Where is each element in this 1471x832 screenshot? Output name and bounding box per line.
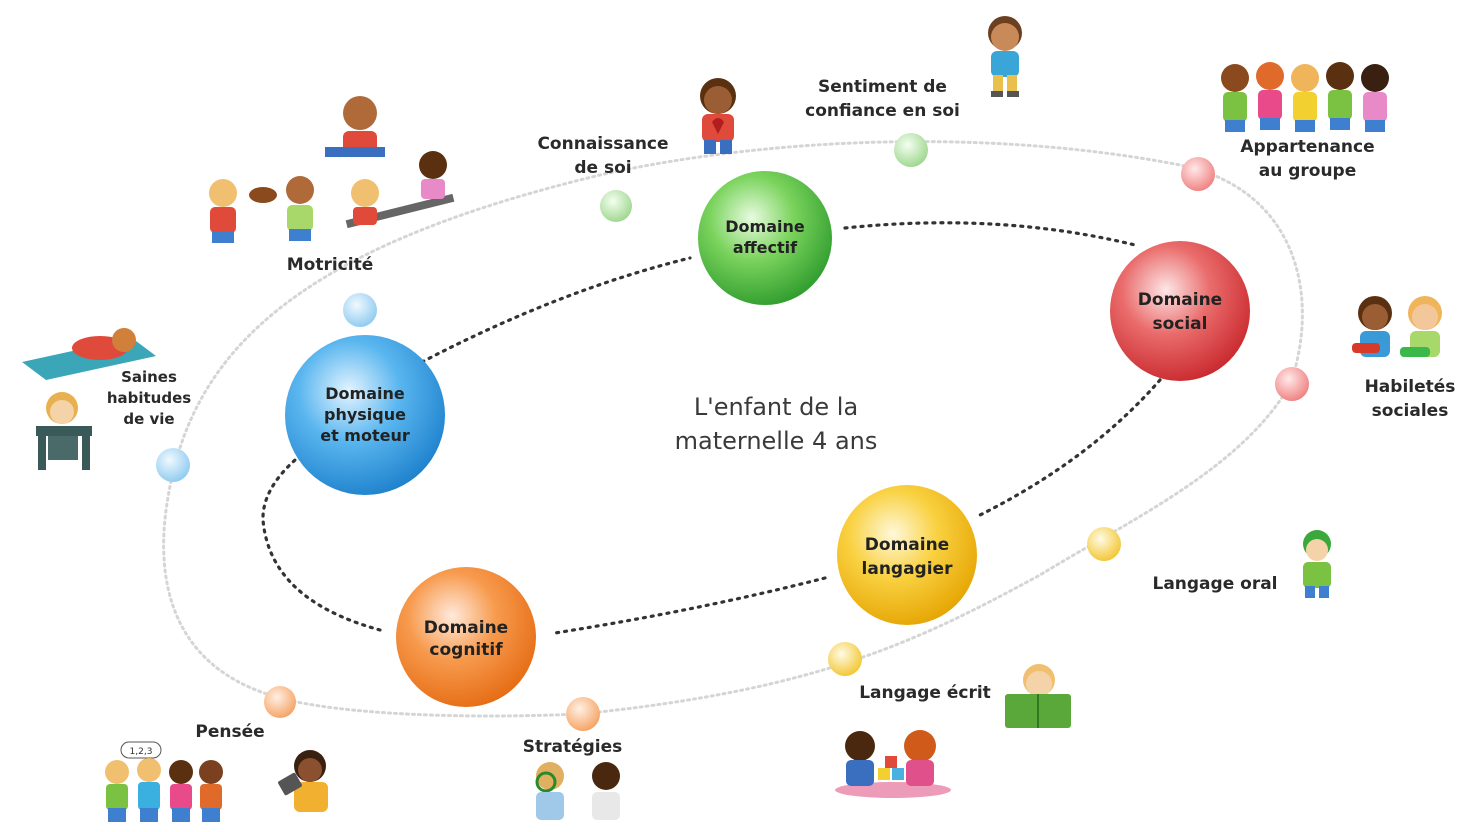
child-sleeping-mat-icon <box>22 328 156 380</box>
dot-langage-oral <box>1087 527 1121 561</box>
dot-langage-ecrit <box>828 642 862 676</box>
child-heart-icon <box>700 78 736 154</box>
dot-saines <box>156 448 190 482</box>
children-counting-icon: 1,2,3 <box>105 741 223 822</box>
child-standing-icon <box>988 16 1022 97</box>
child-talking-icon <box>1303 530 1331 598</box>
label-habiletes-sociales: Habiletés sociales <box>1364 377 1456 421</box>
svg-text:1,2,3: 1,2,3 <box>130 747 153 757</box>
label-langage-ecrit: Langage écrit <box>859 683 991 703</box>
domain-affectif-circle <box>698 171 832 305</box>
label-langage-oral: Langage oral <box>1152 574 1278 594</box>
dot-appartenance <box>1181 157 1215 191</box>
children-playing-cars-icon <box>1352 296 1442 357</box>
label-pensee: Pensée <box>195 722 265 742</box>
dot-connaissance <box>600 190 632 222</box>
label-motricite: Motricité <box>286 255 374 275</box>
child-tablet-icon <box>278 750 328 812</box>
dot-pensee <box>264 686 296 718</box>
domain-cognitif-label: Domaine cognitif <box>423 618 509 660</box>
dot-confiance <box>894 133 928 167</box>
domain-langagier-label: Domaine langagier <box>861 535 953 579</box>
domain-cognitif-circle <box>396 567 536 707</box>
domain-social-label: Domaine social <box>1137 290 1223 334</box>
child-desk-icon <box>36 392 92 470</box>
domain-affectif-label: Domaine affectif <box>725 217 805 257</box>
outer-orbit <box>162 140 1304 718</box>
children-blocks-icon <box>835 730 951 798</box>
inner-connectors <box>261 221 1162 635</box>
dot-strategies <box>566 697 600 731</box>
domain-circles <box>285 171 1250 707</box>
children-group-icon <box>1221 62 1389 132</box>
label-connaissance-de-soi: Connaissance de soi <box>537 134 669 178</box>
label-strategies: Stratégies <box>522 737 623 757</box>
label-saines-habitudes: Saines habitudes de vie <box>106 368 192 428</box>
children-playground-icon <box>209 96 455 243</box>
child-reading-book-icon <box>1005 664 1071 728</box>
page-title: L'enfant de la maternelle 4 ans <box>674 393 878 455</box>
domain-physique-label: Domaine physique et moteur <box>320 384 410 445</box>
children-magnifier-icon <box>535 762 620 820</box>
dot-motricite <box>343 293 377 327</box>
domain-physique-circle <box>285 335 445 495</box>
domain-social-circle <box>1110 241 1250 381</box>
orbit-dots <box>156 133 1309 731</box>
domain-langagier-circle <box>837 485 977 625</box>
label-appartenance: Appartenance au groupe <box>1240 137 1375 181</box>
dot-habiletes <box>1275 367 1309 401</box>
label-sentiment-confiance: Sentiment de confiance en soi <box>805 77 960 121</box>
